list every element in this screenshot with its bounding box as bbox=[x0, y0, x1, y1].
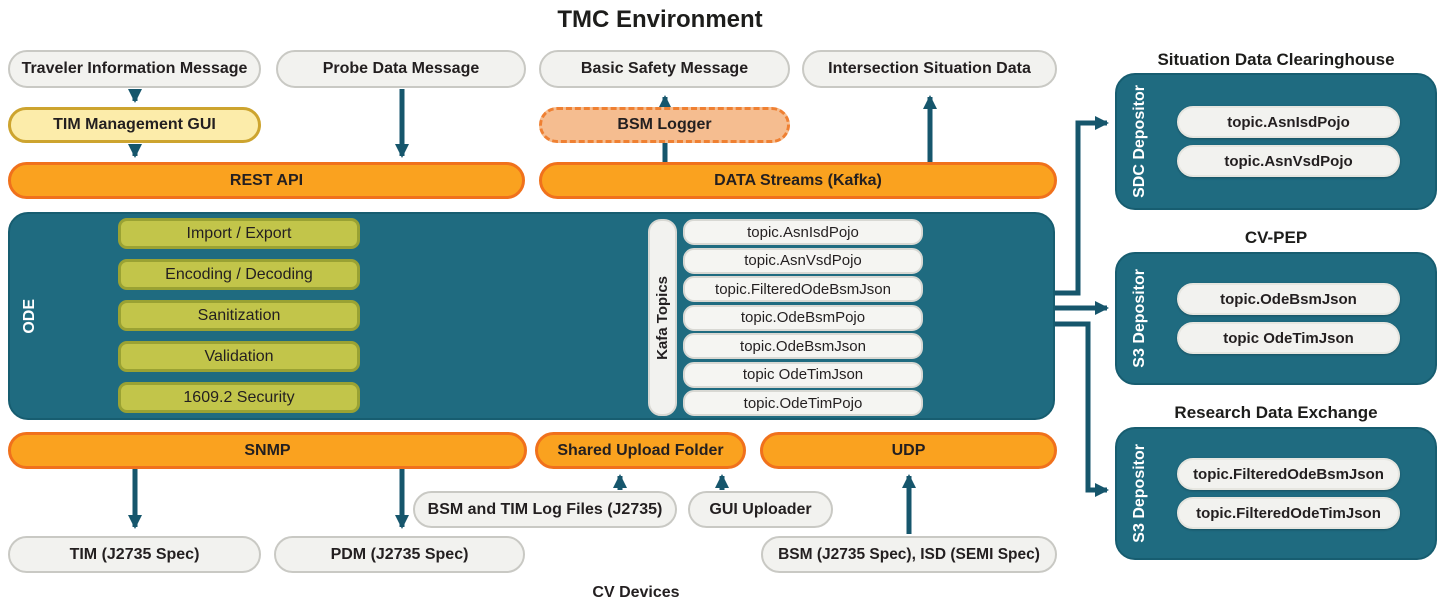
rest-api-bar: REST API bbox=[8, 162, 525, 199]
topic-filteredodebsmjson: topic.FilteredOdeBsmJson bbox=[683, 276, 923, 302]
pdm-j2735-spec-node: PDM (J2735 Spec) bbox=[274, 536, 525, 573]
sdc-topic-asnvsdpojo: topic.AsnVsdPojo bbox=[1177, 145, 1400, 177]
topic-odetimpojo: topic.OdeTimPojo bbox=[683, 390, 923, 416]
kafka-topics-label-pill: Kafa Topics bbox=[648, 219, 677, 416]
tim-j2735-spec-node: TIM (J2735 Spec) bbox=[8, 536, 261, 573]
cvpep-panel-title: CV-PEP bbox=[1244, 228, 1308, 247]
sdc-topic-asnisdpojo: topic.AsnIsdPojo bbox=[1177, 106, 1400, 138]
ode-function-validation: Validation bbox=[118, 341, 360, 372]
sdc-panel-title: Situation Data Clearinghouse bbox=[1157, 50, 1395, 69]
cvpep-topic-list: topic.OdeBsmJson topic OdeTimJson bbox=[1177, 283, 1400, 354]
bsm-tim-log-files-node: BSM and TIM Log Files (J2735) bbox=[413, 491, 677, 528]
ode-function-encoding-decoding: Encoding / Decoding bbox=[118, 259, 360, 290]
rde-topic-filteredodetimjson: topic.FilteredOdeTimJson bbox=[1177, 497, 1400, 529]
rde-topic-filteredodebsmjson: topic.FilteredOdeBsmJson bbox=[1177, 458, 1400, 490]
shared-upload-folder-bar: Shared Upload Folder bbox=[535, 432, 746, 469]
rde-topic-list: topic.FilteredOdeBsmJson topic.FilteredO… bbox=[1177, 458, 1400, 529]
rde-panel-title: Research Data Exchange bbox=[1174, 403, 1378, 422]
sdc-depositor-box bbox=[1115, 73, 1437, 210]
tim-management-gui-node: TIM Management GUI bbox=[8, 107, 261, 143]
probe-data-message-node: Probe Data Message bbox=[276, 50, 526, 88]
sdc-topic-list: topic.AsnIsdPojo topic.AsnVsdPojo bbox=[1177, 106, 1400, 177]
cvpep-topic-odebsmjson: topic.OdeBsmJson bbox=[1177, 283, 1400, 315]
topic-odebsmjson: topic.OdeBsmJson bbox=[683, 333, 923, 359]
ode-function-import-export: Import / Export bbox=[118, 218, 360, 249]
gui-uploader-node: GUI Uploader bbox=[688, 491, 833, 528]
cvpep-topic-odetimjson: topic OdeTimJson bbox=[1177, 322, 1400, 354]
cvpep-depositor-label: S3 Depositor bbox=[1131, 269, 1148, 368]
cv-devices-caption: CV Devices bbox=[592, 584, 680, 601]
data-streams-kafka-bar: DATA Streams (Kafka) bbox=[539, 162, 1057, 199]
ode-function-1609-security: 1609.2 Security bbox=[118, 382, 360, 413]
snmp-bar: SNMP bbox=[8, 432, 527, 469]
topic-odebsmpojo: topic.OdeBsmPojo bbox=[683, 304, 923, 331]
bsm-isd-spec-node: BSM (J2735 Spec), ISD (SEMI Spec) bbox=[761, 536, 1057, 573]
ode-function-sanitization: Sanitization bbox=[118, 300, 360, 331]
traveler-information-message-node: Traveler Information Message bbox=[8, 50, 261, 88]
kafka-topic-list: topic.AsnIsdPojo topic.AsnVsdPojo topic.… bbox=[683, 219, 923, 416]
topic-asnisdpojo: topic.AsnIsdPojo bbox=[683, 219, 923, 245]
sdc-depositor-label: SDC Depositor bbox=[1131, 85, 1148, 198]
intersection-situation-data-node: Intersection Situation Data bbox=[802, 50, 1057, 88]
basic-safety-message-node: Basic Safety Message bbox=[539, 50, 790, 88]
cvpep-depositor-box bbox=[1115, 252, 1437, 385]
rde-depositor-label: S3 Depositor bbox=[1131, 444, 1148, 543]
topic-asnvsdpojo: topic.AsnVsdPojo bbox=[683, 247, 923, 274]
udp-bar: UDP bbox=[760, 432, 1057, 469]
ode-functions: Import / Export Encoding / Decoding Sani… bbox=[118, 218, 360, 413]
ode-label: ODE bbox=[21, 298, 38, 334]
rde-depositor-box bbox=[1115, 427, 1437, 560]
diagram-title: TMC Environment bbox=[557, 6, 763, 33]
topic-odetimjson: topic OdeTimJson bbox=[683, 361, 923, 388]
bsm-logger-node: BSM Logger bbox=[539, 107, 790, 143]
